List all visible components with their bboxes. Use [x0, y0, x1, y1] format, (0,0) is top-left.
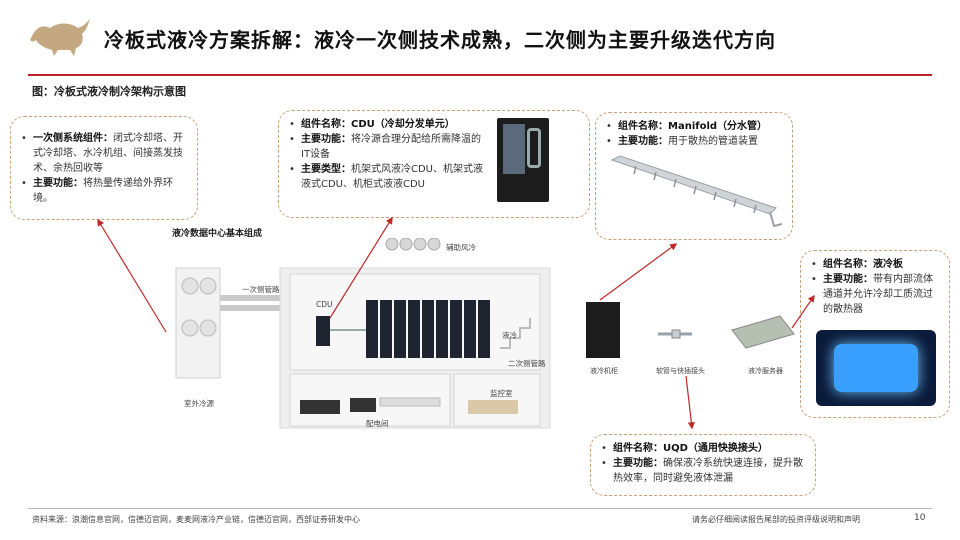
callout-item: 主要功能：用于散热的管道装置	[606, 134, 782, 149]
title-divider	[28, 74, 932, 76]
callout-key: 组件名称：	[613, 443, 663, 454]
callout-key: 组件名称：	[618, 121, 668, 132]
datacenter-diagram	[175, 238, 551, 429]
label-outdoor: 室外冷源	[184, 399, 214, 408]
callout-value: 液冷板	[873, 259, 903, 270]
callout-key: 主要功能：	[618, 136, 668, 147]
aux-fan-icon	[385, 238, 441, 251]
callout-value: Manifold（分水管）	[668, 121, 768, 132]
arrow-primary	[97, 218, 167, 333]
cdu-cabinet-image	[497, 118, 549, 202]
server-icon	[731, 315, 795, 349]
label-cdu: CDU	[316, 300, 333, 309]
page-title: 冷板式液冷方案拆解：液冷一次侧技术成熟，二次侧为主要升级迭代方向	[104, 28, 776, 52]
callout-item: 主要功能：确保液冷系统快速连接，提升散热效率，同时避免液体泄漏	[601, 456, 805, 486]
label-secondary-pipe: 二次侧管路	[508, 359, 546, 368]
outdoor-unit-icon	[175, 267, 221, 379]
callout-item: 主要功能：将热量传递给外界环境。	[21, 176, 187, 206]
arrow-manifold	[599, 243, 678, 301]
primary-side-callout: 一次侧系统组件：闭式冷却塔、开式冷却塔、水冷机组、间接蒸发技术、余热回收等 主要…	[10, 116, 198, 220]
callout-key: 组件名称：	[301, 119, 351, 130]
callout-key: 组件名称：	[823, 259, 873, 270]
callout-value: 确保液冷系统快速连接，提升散热效率，同时避免液体泄漏	[613, 458, 803, 484]
callout-value: UQD（通用快换接头）	[663, 443, 768, 454]
cabinet-icon	[586, 302, 620, 358]
label-power-room: 配电间	[366, 419, 389, 428]
disclaimer: 请务必仔细阅读报告尾部的投资评级说明和声明	[692, 515, 860, 524]
callout-value: 用于散热的管道装置	[668, 136, 758, 147]
label-primary-pipe: 一次侧管路	[242, 285, 280, 294]
source-note: 资料来源：浪潮信息官网，信德迈官网，麦麦网液冷产业链，信德迈官网，西部证券研发中…	[32, 515, 360, 524]
callout-key: 主要类型：	[301, 164, 351, 175]
label-aux-air: 辅助风冷	[446, 243, 476, 252]
diagram-title: 液冷数据中心基本组成	[172, 229, 263, 239]
callout-key: 一次侧系统组件：	[33, 133, 113, 144]
bull-logo-icon	[30, 18, 90, 56]
callout-value: CDU（冷却分发单元）	[351, 119, 455, 130]
callout-key: 主要功能：	[33, 178, 83, 189]
figure-caption: 图：冷板式液冷制冷架构示意图	[32, 85, 186, 98]
callout-item: 组件名称：液冷板	[811, 257, 939, 272]
callout-item: 主要功能：将冷源合理分配给所需降温的IT设备	[289, 132, 489, 162]
label-connector: 软管与快插接头	[656, 367, 705, 375]
callout-value: 闭式冷却塔、开式冷却塔、水冷机组、间接蒸发技术、余热回收等	[33, 133, 183, 174]
arrow-uqd	[685, 375, 695, 430]
footer-divider	[28, 508, 932, 509]
callout-item: 组件名称：Manifold（分水管）	[606, 119, 782, 134]
page-number: 10	[914, 513, 926, 523]
callout-item: 主要类型：机架式风液冷CDU、机架式液液式CDU、机柜式液液CDU	[289, 162, 489, 192]
callout-item: 组件名称：CDU（冷却分发单元）	[289, 117, 489, 132]
cold-plate-image	[816, 330, 936, 406]
callout-value: 机架式风液冷CDU、机架式液液式CDU、机柜式液液CDU	[301, 164, 484, 190]
callout-item: 主要功能：带有内部流体通道并允许冷却工质流过的散热器	[811, 272, 939, 317]
label-cabinet: 液冷机柜	[590, 367, 618, 375]
manifold-callout: 组件名称：Manifold（分水管） 主要功能：用于散热的管道装置	[595, 112, 793, 240]
callout-item: 一次侧系统组件：闭式冷却塔、开式冷却塔、水冷机组、间接蒸发技术、余热回收等	[21, 131, 187, 176]
callout-key: 主要功能：	[301, 134, 351, 145]
callout-value: 将冷源合理分配给所需降温的IT设备	[301, 134, 481, 160]
equipment-row	[586, 302, 795, 358]
manifold-pipe-image	[610, 155, 783, 228]
callout-value: 将热量传递给外界环境。	[33, 178, 173, 204]
callout-item: 组件名称：UQD（通用快换接头）	[601, 441, 805, 456]
label-server: 液冷服务器	[748, 367, 783, 375]
callout-key: 主要功能：	[823, 274, 873, 285]
callout-value: 带有内部流体通道并允许冷却工质流过的散热器	[823, 274, 933, 315]
label-liquid-cool: 液冷	[502, 331, 517, 340]
callout-key: 主要功能：	[613, 458, 663, 469]
label-monitor-room: 监控室	[490, 389, 513, 398]
uqd-callout: 组件名称：UQD（通用快换接头） 主要功能：确保液冷系统快速连接，提升散热效率，…	[590, 434, 816, 496]
